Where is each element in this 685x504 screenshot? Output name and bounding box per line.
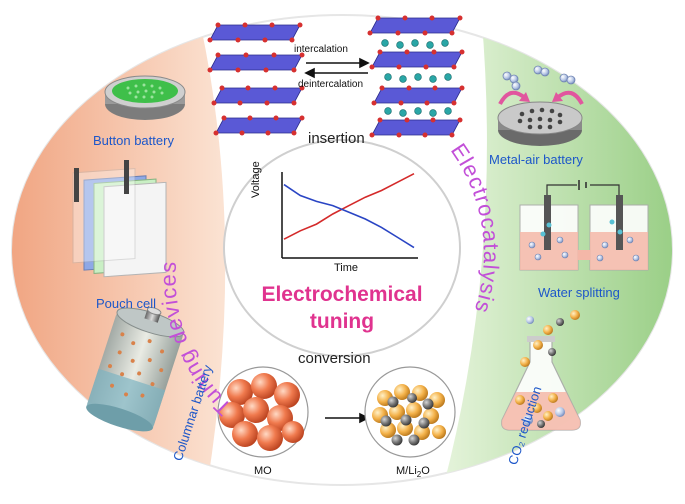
pouch-cell-label: Pouch cell <box>96 296 156 311</box>
button-battery-label: Button battery <box>93 133 174 148</box>
intercalation-structure-left <box>207 22 305 136</box>
mli2o-subscript: 2 <box>416 470 422 480</box>
pouch-cell-illustration <box>72 160 167 278</box>
deintercalation-label: deintercalation <box>298 79 364 90</box>
metal-air-battery-label: Metal-air battery <box>489 152 583 167</box>
mli2o-prefix: M/Li <box>396 465 417 477</box>
conversion-label: conversion <box>298 350 371 367</box>
center-ellipse <box>223 139 461 357</box>
metal-air-battery-illustration <box>497 65 584 146</box>
chart-series-discharge <box>283 183 415 249</box>
mli2o-suffix: O <box>421 465 430 477</box>
columnar-battery-illustration <box>86 306 185 432</box>
mo-particles <box>219 373 304 451</box>
mo-label: MO <box>254 465 272 477</box>
chart-ylabel: Voltage <box>250 161 262 198</box>
water-splitting-illustration <box>519 180 649 271</box>
button-battery-illustration <box>104 75 186 120</box>
mli2o-label: M/Li2O <box>396 465 430 479</box>
voltage-chart <box>281 172 418 259</box>
chart-series-charge <box>283 172 415 240</box>
center-title-line2: tuning <box>309 310 375 333</box>
conversion-arrow <box>325 412 370 424</box>
chart-xlabel: Time <box>334 262 359 274</box>
center-title-line1: Electrochemical <box>261 283 423 306</box>
intercalation-structure-right <box>367 15 465 138</box>
insertion-label: insertion <box>308 130 365 147</box>
co2-reduction-flask-illustration <box>501 310 581 431</box>
mli2o-particles <box>372 384 446 446</box>
intercalation-label: intercalation <box>294 44 348 55</box>
insertion-arrows <box>304 57 370 79</box>
water-splitting-label: Water splitting <box>538 285 620 300</box>
